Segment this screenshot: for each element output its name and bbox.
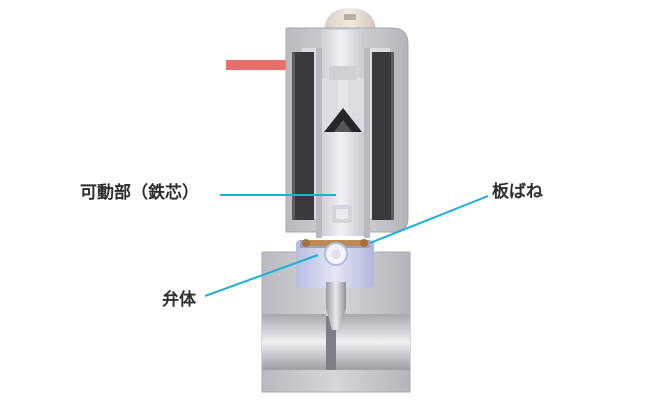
coil-left — [292, 52, 314, 220]
inlet-port — [262, 314, 326, 370]
label-movable-core: 可動部（鉄芯） — [80, 183, 199, 203]
terminal-wire — [226, 60, 288, 70]
valve-stem — [326, 282, 346, 308]
outlet-port — [336, 314, 410, 370]
label-leaf-spring: 板ばね — [492, 182, 543, 202]
leader-valve-body — [204, 254, 319, 297]
leader-leaf-spring — [369, 195, 489, 244]
coil-right — [372, 52, 394, 220]
label-valve-body: 弁体 — [162, 290, 196, 310]
knob-slot — [344, 14, 356, 20]
